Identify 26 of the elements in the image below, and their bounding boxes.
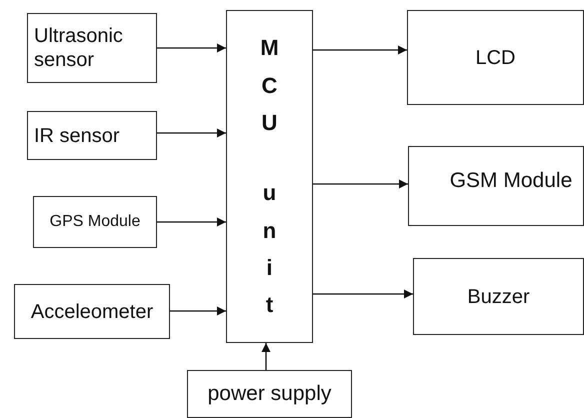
block-box xyxy=(226,10,313,343)
block-box xyxy=(407,10,584,105)
block-box xyxy=(14,284,170,339)
block-label: Ultrasonic sensor xyxy=(33,24,124,72)
arrow xyxy=(313,45,407,55)
block-box xyxy=(27,111,157,160)
block-label: Acceleometer xyxy=(30,300,154,324)
arrow xyxy=(157,217,226,227)
block-label: Buzzer xyxy=(466,284,531,308)
block-box xyxy=(27,13,157,83)
block-box xyxy=(413,258,584,335)
block-label: LCD xyxy=(474,46,516,70)
block-box xyxy=(187,370,352,418)
block-label: MCU unit xyxy=(259,34,280,320)
block-box xyxy=(408,146,584,226)
block-label: GSM Module xyxy=(448,168,574,194)
block-label: power supply xyxy=(206,381,332,407)
arrow xyxy=(157,128,226,138)
arrow xyxy=(170,306,226,316)
block-label: IR sensor xyxy=(33,124,121,148)
arrow xyxy=(261,343,271,370)
arrow xyxy=(157,43,226,53)
block-label: GPS Module xyxy=(48,212,142,232)
arrow xyxy=(313,289,413,299)
block-box xyxy=(33,196,157,248)
arrow xyxy=(313,179,408,189)
